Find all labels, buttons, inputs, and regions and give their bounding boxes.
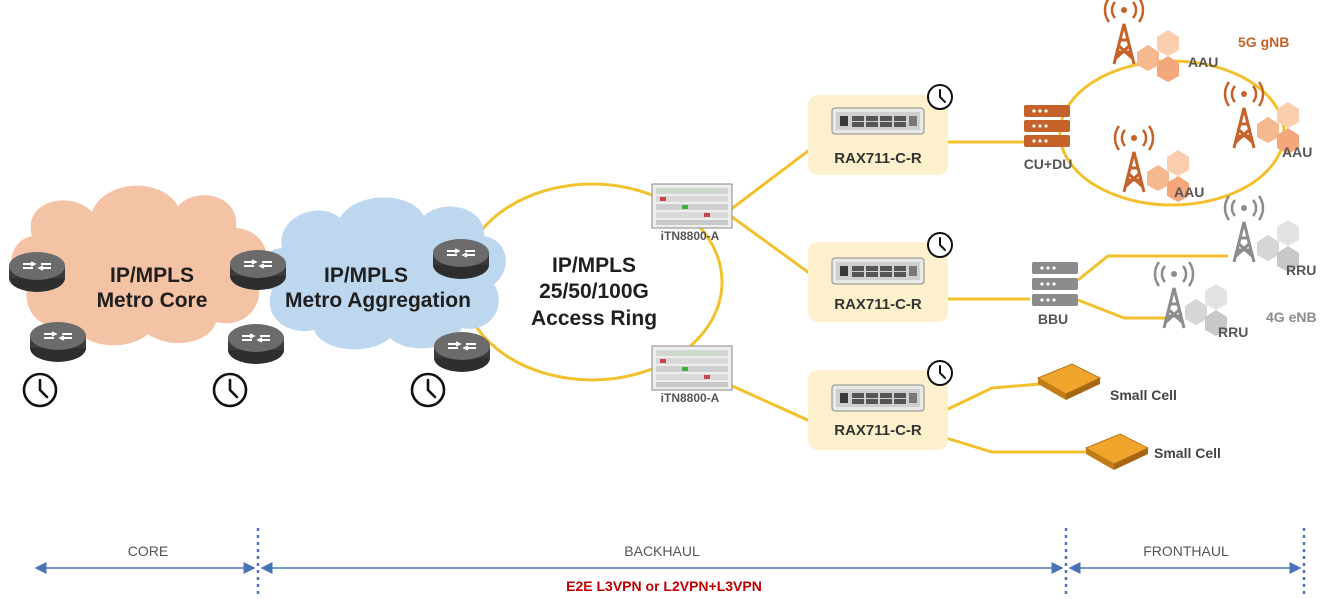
segment-fronthaul-label: FRONTHAUL — [1143, 543, 1229, 559]
metro-aggregation-line1: IP/MPLS — [324, 264, 408, 287]
clock-icon — [212, 372, 248, 408]
segment-core-label: CORE — [128, 543, 168, 559]
rax711-node-2: RAX711-C-R — [808, 242, 948, 322]
clock-icon — [410, 372, 446, 408]
itn8800-top-label: iTN8800-A — [661, 229, 720, 243]
aau-label-3: AAU — [1174, 184, 1204, 200]
rax711-label-1: RAX711-C-R — [834, 150, 922, 167]
metro-aggregation-line2: Metro Aggregation — [285, 289, 471, 312]
rax711-node-1: RAX711-C-R — [808, 95, 948, 175]
metro-aggregation-cloud — [257, 197, 506, 350]
core-router-2 — [29, 321, 87, 363]
core-router-4 — [227, 323, 285, 365]
metro-core-line2: Metro Core — [97, 289, 208, 312]
small-cell-label-2: Small Cell — [1154, 445, 1221, 461]
metro-core-line1: IP/MPLS — [110, 264, 194, 287]
antenna-tower-icon — [1223, 80, 1265, 150]
backhaul-links — [727, 146, 813, 424]
itn8800-bottom-label: iTN8800-A — [661, 391, 720, 405]
aau-hex-cluster — [1137, 30, 1179, 82]
rax711-label-3: RAX711-C-R — [834, 422, 922, 439]
vpn-label: E2E L3VPN or L2VPN+L3VPN — [566, 578, 762, 594]
clock-icon — [927, 360, 953, 386]
agg-router-1 — [432, 238, 490, 280]
aau-label-2: AAU — [1282, 144, 1312, 160]
clock-icon — [22, 372, 58, 408]
access-ring-line2: 25/50/100G — [539, 280, 649, 303]
rax711-label-2: RAX711-C-R — [834, 296, 922, 313]
agg-router-2 — [433, 331, 491, 373]
small-cell-device-1 — [1037, 363, 1101, 401]
cu-du-server-icon — [1024, 105, 1070, 147]
access-ring-line3: Access Ring — [531, 307, 657, 330]
itn8800-top-chassis — [651, 183, 733, 229]
itn8800-bottom-chassis — [651, 345, 733, 391]
small-cell-label-1: Small Cell — [1110, 387, 1177, 403]
cu-du-label: CU+DU — [1024, 156, 1073, 172]
core-router-1 — [8, 251, 66, 293]
clock-icon — [927, 232, 953, 258]
access-ring-line1: IP/MPLS — [552, 254, 636, 277]
bbu-label: BBU — [1038, 311, 1068, 327]
rru-label-1: RRU — [1286, 262, 1316, 278]
bbu-server-icon — [1032, 262, 1078, 306]
segment-dividers — [256, 528, 1306, 596]
clock-icon — [927, 84, 953, 110]
rru-label-2: RRU — [1218, 324, 1248, 340]
aau-label-1: AAU — [1188, 54, 1218, 70]
rax711-node-3: RAX711-C-R — [808, 370, 948, 450]
segment-backhaul-label: BACKHAUL — [624, 543, 700, 559]
4g-enb-label: 4G eNB — [1266, 309, 1317, 325]
core-router-3 — [229, 249, 287, 291]
metro-core-cloud — [11, 185, 267, 346]
small-cell-device-2 — [1085, 433, 1149, 471]
5g-gnb-label: 5G gNB — [1238, 34, 1289, 50]
